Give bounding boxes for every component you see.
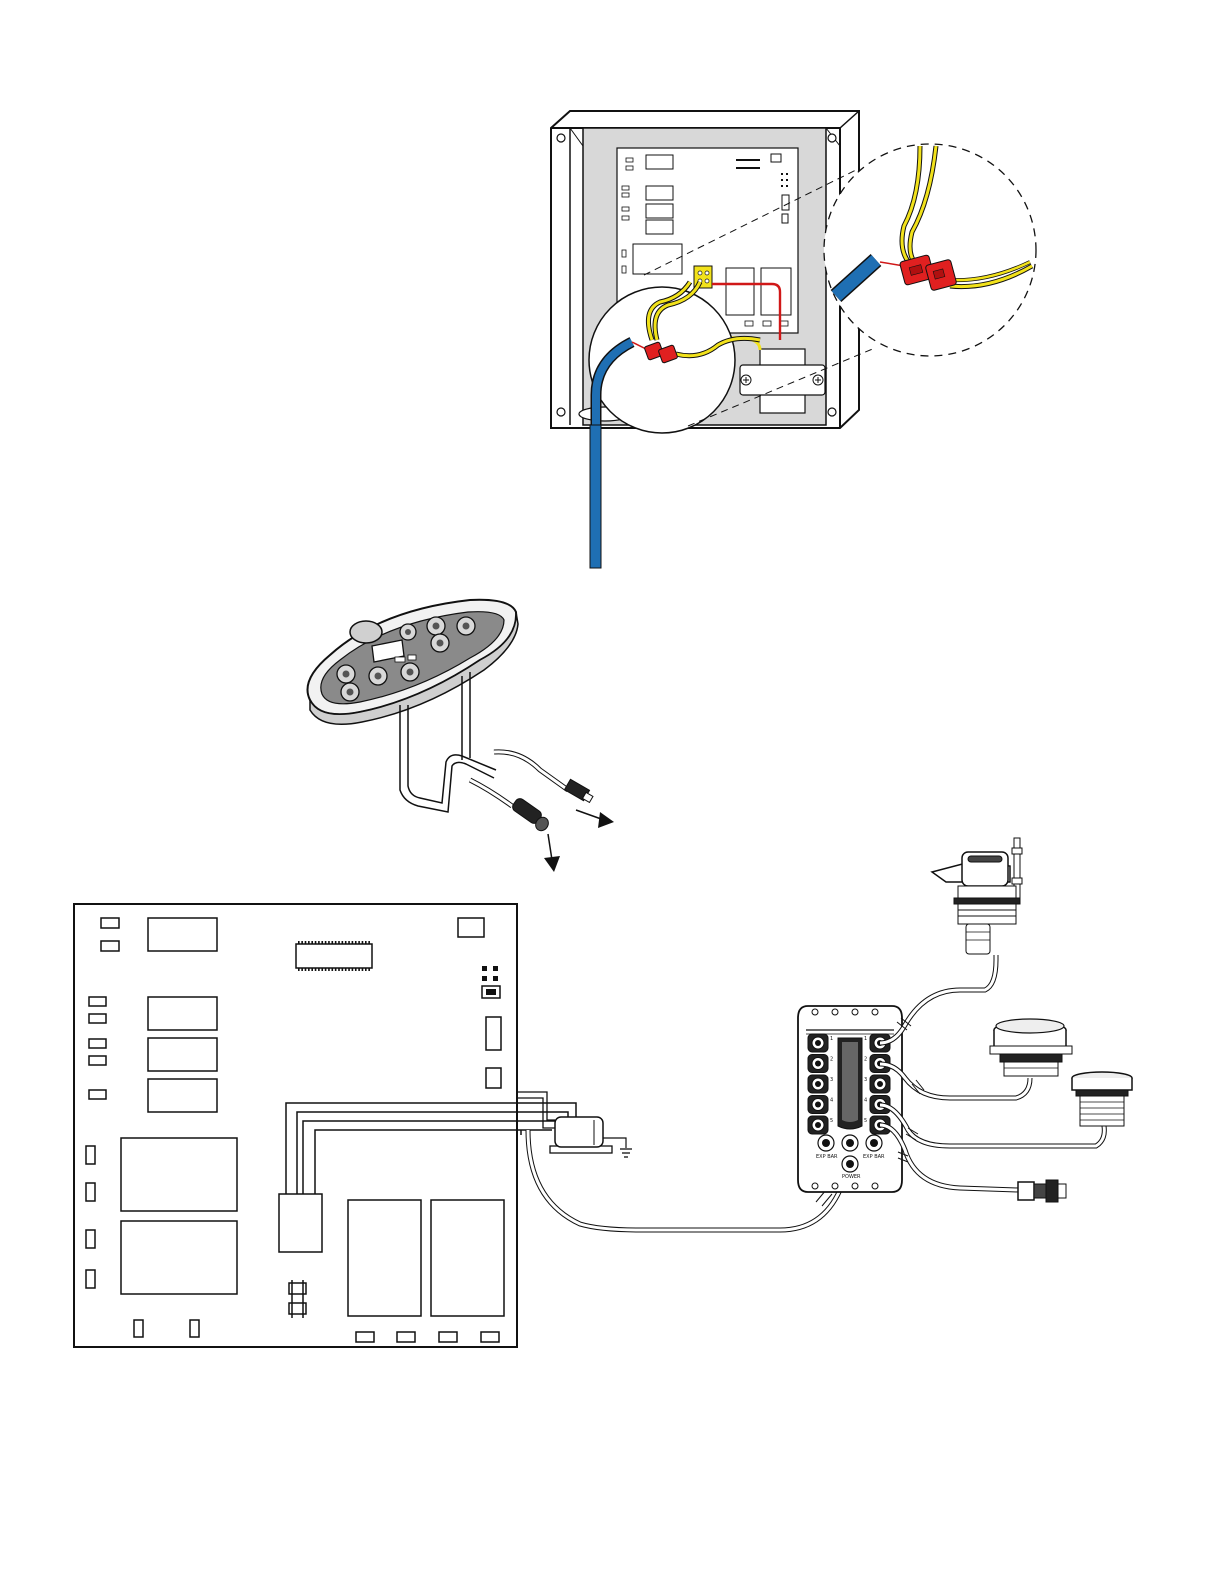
- port-number-left: 2: [830, 1057, 833, 1063]
- topside-keypad: [308, 600, 593, 833]
- exp-bar-label-left: EXP BAR: [816, 1154, 838, 1160]
- air-button-large: [990, 1019, 1072, 1076]
- port-number-left: 1: [830, 1036, 833, 1042]
- port-number-right: 5: [864, 1118, 867, 1124]
- port-number-left: 4: [830, 1098, 833, 1104]
- arrow-down-icon: [544, 834, 560, 872]
- port-number-right: 3: [864, 1077, 867, 1083]
- port-number-left: 3: [830, 1077, 833, 1083]
- arrow-right-icon: [576, 810, 614, 828]
- main-circuit-board: [74, 904, 576, 1347]
- blue-power-cable: [590, 425, 601, 568]
- port-number-left: 5: [830, 1118, 833, 1124]
- air-control-valve: [932, 838, 1022, 954]
- power-port-label: POWER: [842, 1174, 861, 1180]
- port-number-right: 1: [864, 1036, 867, 1042]
- connector-detail-zoom: [824, 144, 1036, 356]
- ground-symbol-icon: [620, 1149, 632, 1157]
- inline-sensor: [1018, 1180, 1066, 1202]
- port-number-right: 2: [864, 1057, 867, 1063]
- board-to-transformer-wires: [517, 1092, 555, 1128]
- expansion-bar: 1 2 3 4 5 1 2 3 4 5 EXP BAR EXP BAR POWER: [798, 1006, 902, 1192]
- air-button-small: [1072, 1072, 1132, 1126]
- exp-bar-label-right: EXP BAR: [863, 1154, 885, 1160]
- accessory-cables: [880, 955, 1104, 1190]
- port-number-right: 4: [864, 1098, 867, 1104]
- transformer: [550, 1117, 626, 1153]
